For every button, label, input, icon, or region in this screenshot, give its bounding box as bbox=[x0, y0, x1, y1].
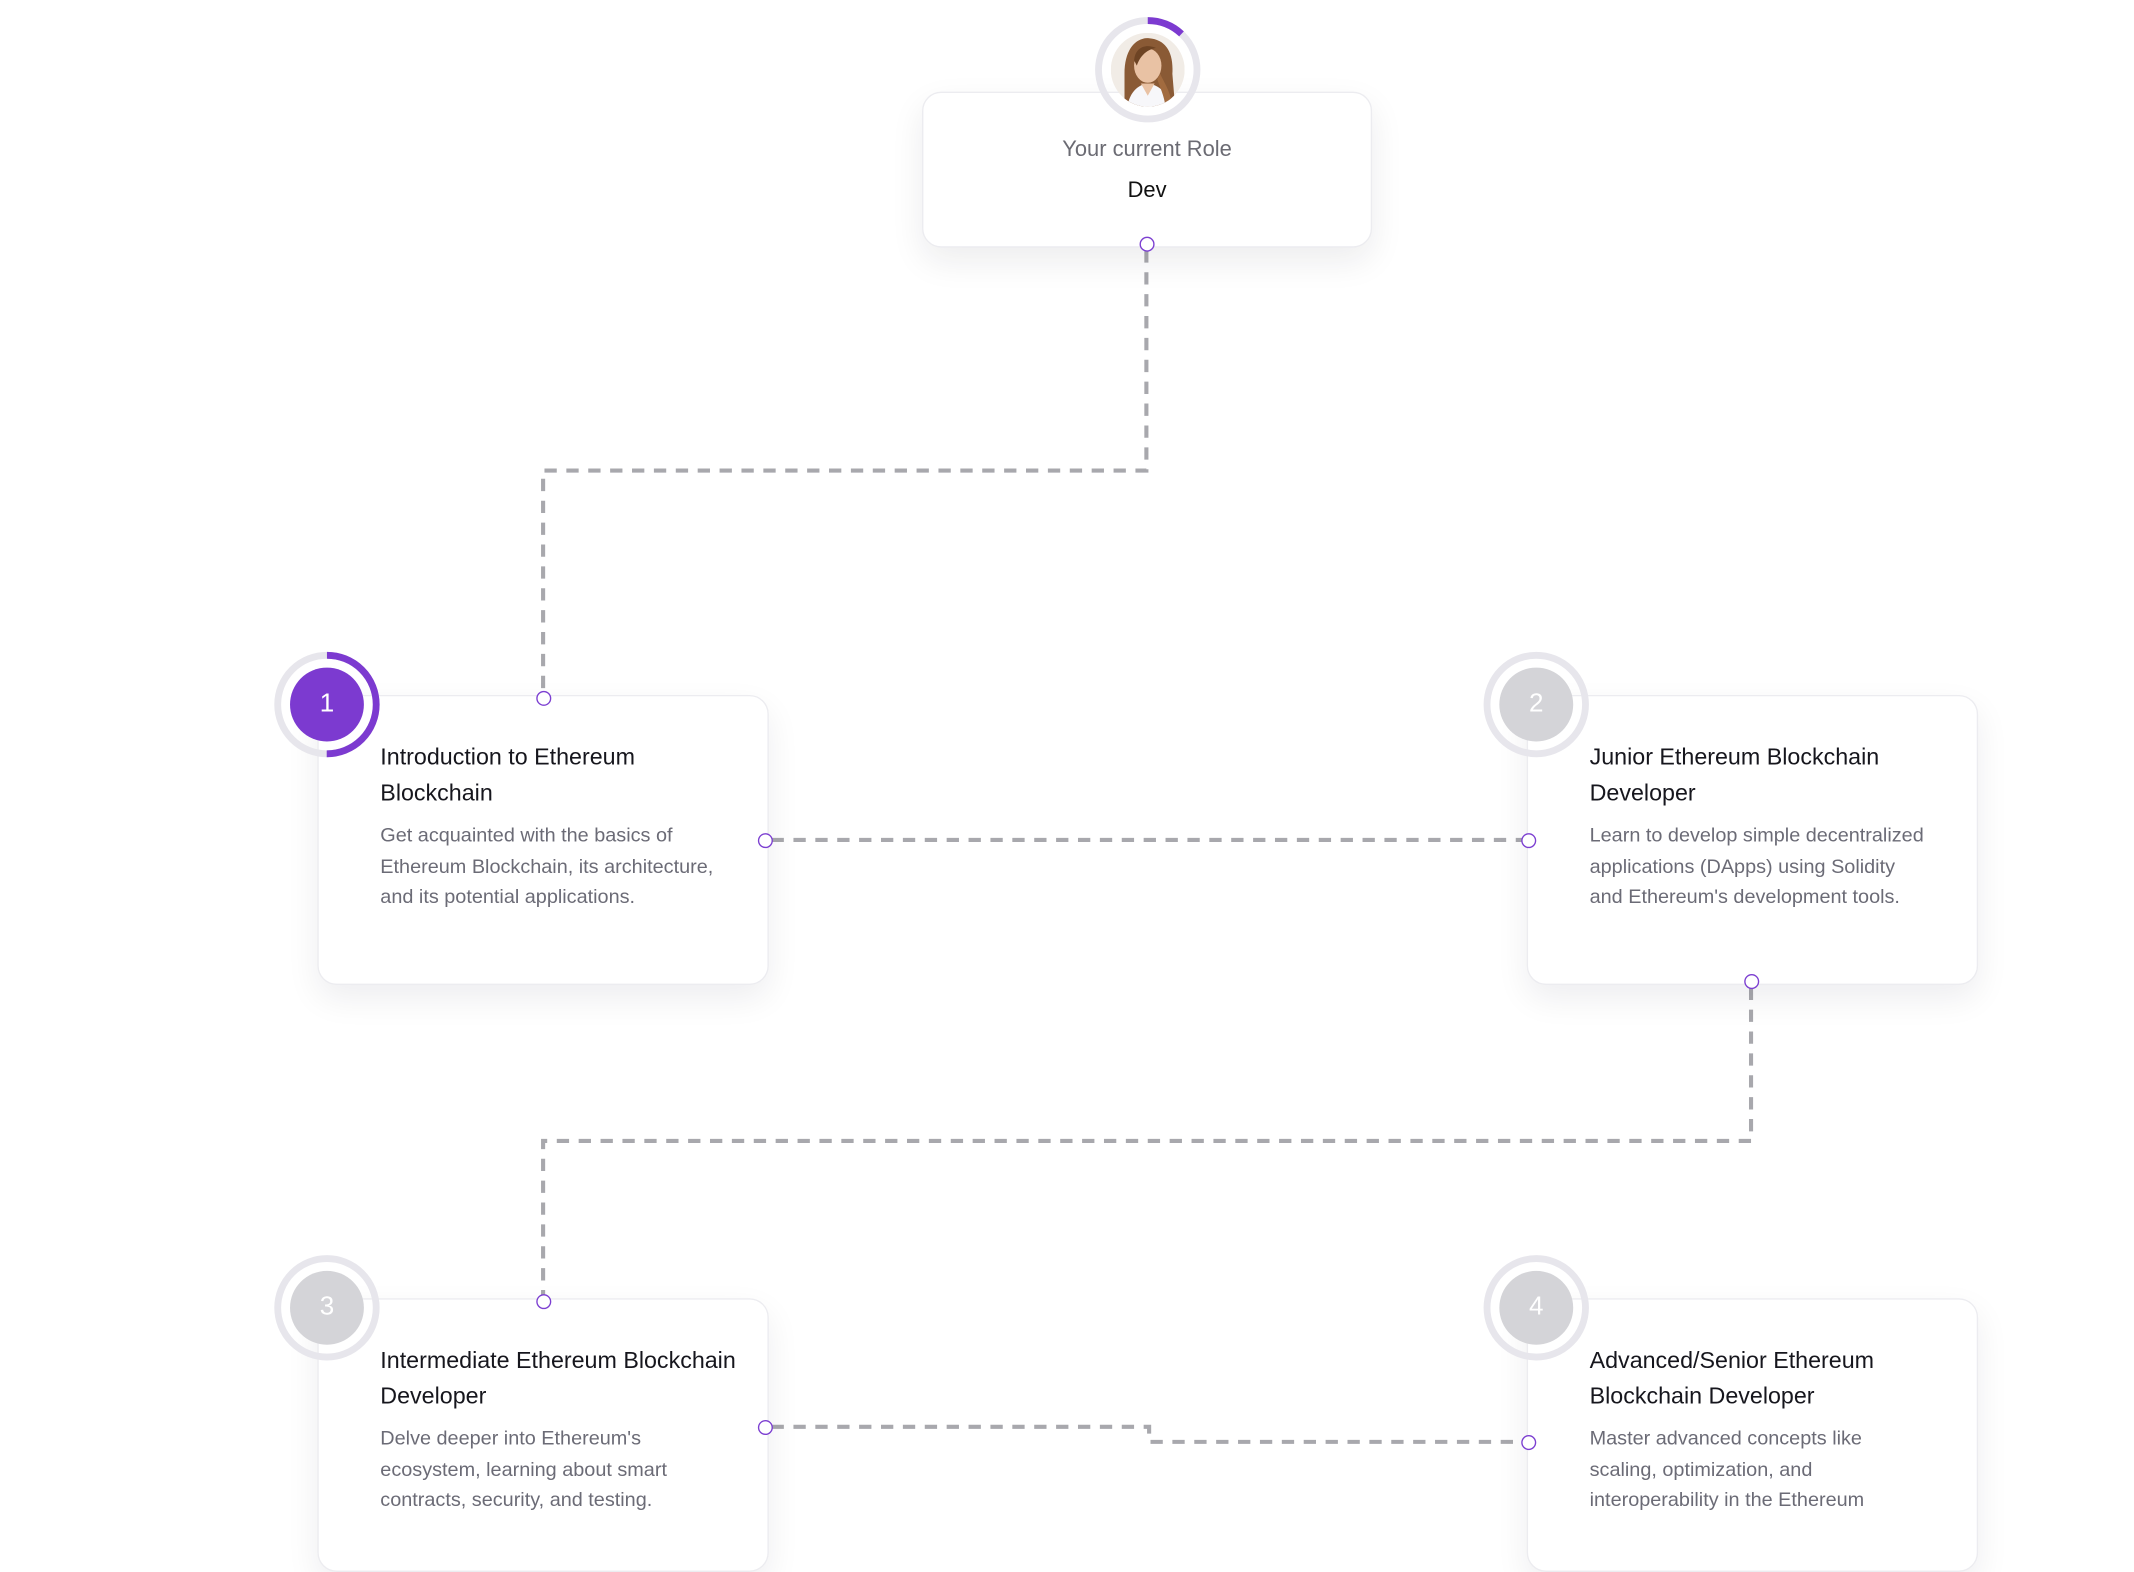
step-3-top-node bbox=[536, 1294, 552, 1310]
step-4-progress-ring bbox=[1483, 1255, 1589, 1361]
step-1-right-node bbox=[757, 833, 773, 849]
step-1-number: 1 bbox=[319, 689, 335, 719]
step-2-number-badge: 2 bbox=[1483, 651, 1590, 758]
step-4-title: Advanced/Senior Ethereum Blockchain Deve… bbox=[1589, 1347, 1875, 1410]
avatar-progress-ring bbox=[1095, 17, 1201, 123]
connector-step-3-to-step-4 bbox=[771, 1424, 1523, 1444]
step-1-progress-ring bbox=[274, 651, 380, 758]
step-3-right-node bbox=[757, 1419, 773, 1436]
step-4-left-node bbox=[1521, 1435, 1537, 1451]
step-2-number: 2 bbox=[1529, 689, 1544, 719]
step-card-1[interactable]: Introduction to Ethereum Blockchain Get … bbox=[317, 694, 769, 985]
role-out-node bbox=[1139, 236, 1155, 252]
step-1-top-node bbox=[536, 690, 552, 706]
step-2-left-node bbox=[1521, 833, 1537, 849]
roadmap-connectors bbox=[541, 250, 1754, 1444]
step-3-number: 3 bbox=[319, 1292, 335, 1322]
connector-step-2-to-step-3 bbox=[541, 987, 1754, 1296]
step-card-4[interactable]: Advanced/Senior Ethereum Blockchain Deve… bbox=[1526, 1298, 1979, 1572]
step-2-title: Junior Ethereum Blockchain Developer bbox=[1589, 744, 1880, 806]
step-2-description: Learn to develop simple decentralized ap… bbox=[1589, 824, 1924, 909]
current-role-label: Your current Role bbox=[1062, 138, 1232, 162]
step-3-description: Delve deeper into Ethereum's ecosystem, … bbox=[380, 1428, 667, 1512]
step-1-number-badge: 1 bbox=[274, 651, 381, 758]
step-3-number-badge: 3 bbox=[274, 1254, 381, 1361]
step-1-description: Get acquainted with the basics of Ethere… bbox=[380, 824, 714, 909]
career-roadmap: Your current Role Dev Introduction to Et… bbox=[274, 16, 1979, 1572]
avatar-portrait-image bbox=[1110, 32, 1185, 107]
current-role-value: Dev bbox=[1127, 179, 1167, 203]
step-card-2[interactable]: Junior Ethereum Blockchain Developer Lea… bbox=[1526, 694, 1979, 985]
user-avatar-badge[interactable] bbox=[1094, 16, 1201, 123]
avatar bbox=[1110, 32, 1185, 107]
step-4-number-badge: 4 bbox=[1483, 1254, 1590, 1361]
step-card-3[interactable]: Intermediate Ethereum Blockchain Develop… bbox=[317, 1298, 769, 1572]
step-4-description: Master advanced concepts like scaling, o… bbox=[1589, 1428, 1865, 1512]
step-2-progress-ring bbox=[1483, 651, 1589, 758]
step-3-progress-ring bbox=[274, 1255, 380, 1361]
step-2-bottom-node bbox=[1744, 974, 1760, 990]
connector-role-to-step-1 bbox=[541, 250, 1149, 693]
step-3-title: Intermediate Ethereum Blockchain Develop… bbox=[380, 1347, 736, 1410]
step-1-title: Introduction to Ethereum Blockchain bbox=[380, 744, 635, 806]
step-4-number: 4 bbox=[1529, 1292, 1544, 1322]
